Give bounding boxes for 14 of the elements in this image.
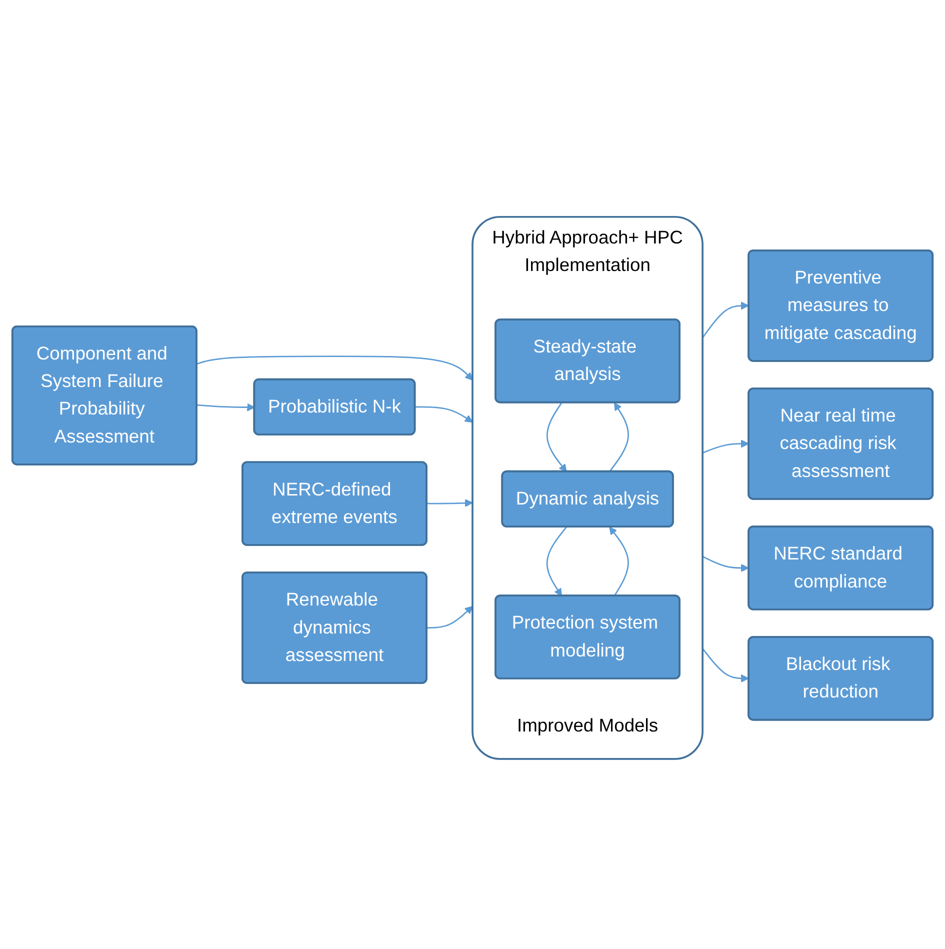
arrow: [196, 356, 473, 381]
arrow: [702, 440, 749, 454]
arrow: [196, 404, 255, 412]
arrow: [426, 499, 473, 508]
arrow: [414, 406, 473, 424]
arrow: [546, 402, 567, 473]
arrow: [426, 606, 473, 629]
arrow: [609, 527, 629, 597]
arrow: [702, 648, 749, 683]
arrow: [546, 526, 568, 597]
arrow: [702, 556, 749, 572]
group-footer-label: Improved Models: [517, 714, 658, 736]
arrow: [702, 302, 749, 339]
arrow: [608, 402, 629, 473]
